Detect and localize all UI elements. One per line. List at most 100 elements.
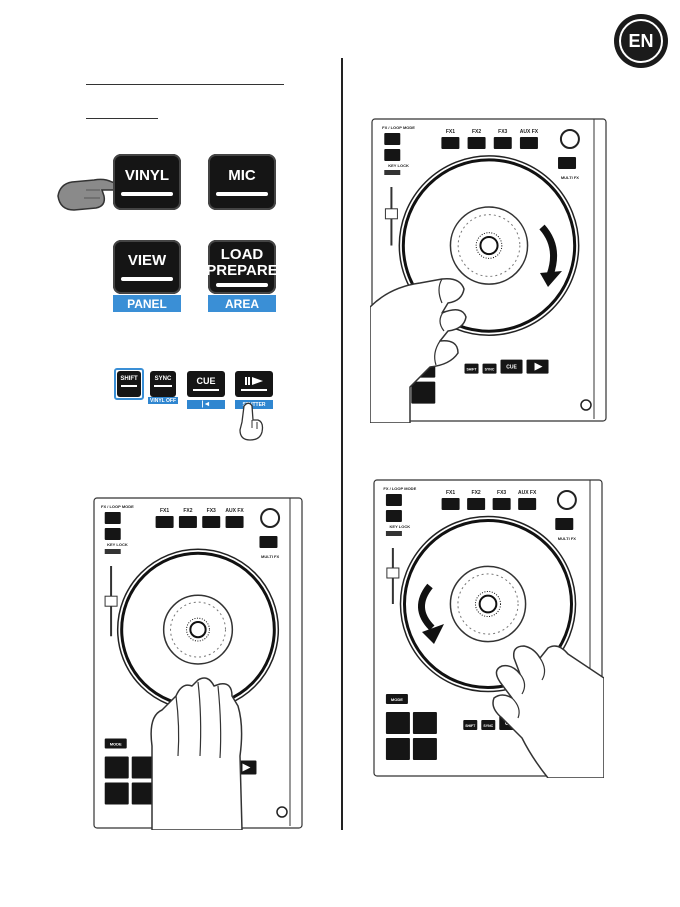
multi-fx-label: MULTI FX [261,554,279,559]
prepare-label: PREPARE [206,263,277,279]
fx-button-3 [494,137,512,149]
fx-label-2: FX2 [472,490,481,496]
sync-label-small: SYNC [483,724,493,728]
heading-rule-short [86,118,158,119]
slip-tag [384,170,400,175]
fx-loop-mode-button [386,494,402,506]
key-lock-button [105,528,121,540]
language-badge-label: EN [619,19,663,63]
loop-knob [558,491,576,509]
fx-label-4: AUX FX [225,508,244,514]
play-pause-button[interactable] [235,371,273,397]
load-prepare-button[interactable]: LOAD PREPARE [208,240,276,294]
key-lock-button [384,149,400,161]
key-lock-button [386,510,402,522]
sync-button[interactable]: SYNC [150,371,176,397]
fx-loop-mode-label: FX / LOOP MODE [383,486,416,491]
language-badge: EN [614,14,668,68]
fx-loop-mode-label: FX / LOOP MODE [101,504,134,509]
fx-button-3 [202,516,220,528]
shift-label: SHIFT [120,376,137,382]
fx-button-2 [467,498,485,510]
pitch-fader-cap [105,596,117,606]
multi-fx-button [555,518,573,530]
fx-button-3 [493,498,511,510]
cue-label: CUE [196,376,215,386]
load-prepare-led [216,283,268,287]
jog-wheel-center [480,596,497,613]
performance-pad [386,712,410,734]
performance-pad [105,757,129,779]
fx-label-4: AUX FX [518,490,537,496]
fx-button-1 [441,137,459,149]
loop-knob [561,130,579,148]
slip-tag [386,531,402,536]
mic-led [216,192,268,196]
shift-led [121,385,138,387]
fx-label-1: FX1 [160,508,169,514]
fx-button-4 [520,137,538,149]
vinyl-label: VINYL [125,168,169,184]
fx-loop-mode-button [105,512,121,524]
multi-fx-button [259,536,277,548]
view-led [121,277,173,281]
key-lock-label: KEY LOCK [107,542,128,547]
pressing-finger-icon [236,402,266,442]
controller-illustration-left: FX1 FX2 FX3 AUX FX FX / LOOP MODE KEY LOCK MUL… [92,496,304,830]
performance-pad [105,783,129,805]
mic-label: MIC [228,168,256,184]
performance-pad [413,712,437,734]
sync-label-small: SYNC [485,368,495,372]
pitch-fader-cap [385,209,397,219]
cue-return-tag: |◄ [187,400,225,409]
fx-label-2: FX2 [472,129,481,135]
load-label: LOAD [221,247,264,263]
panel-tag: PANEL [113,295,181,312]
gain-knob [581,400,591,410]
mic-button[interactable]: MIC [208,154,276,210]
column-divider [341,58,343,830]
key-lock-label: KEY LOCK [390,524,411,529]
vinyl-off-tag: VINYL OFF [148,397,178,404]
mode-label: MODE [110,742,122,747]
shift-label-small: SHIFT [465,724,476,728]
fx-label-2: FX2 [183,508,192,514]
cue-button[interactable]: CUE [187,371,225,397]
fx-button-1 [442,498,460,510]
pitch-fader-cap [387,568,399,578]
mode-label: MODE [391,697,403,702]
cue-label-small: CUE [506,365,517,371]
loop-knob [261,509,279,527]
sync-led [154,385,172,387]
fx-loop-mode-button [384,133,400,145]
cue-led [193,389,220,391]
gain-knob [277,807,287,817]
fx-label-3: FX3 [498,129,507,135]
shift-button[interactable]: SHIFT [117,371,141,397]
fx-label-1: FX1 [446,490,455,496]
fx-button-2 [468,137,486,149]
multi-fx-label: MULTI FX [558,536,576,541]
play-led [241,389,268,391]
shift-label-small: SHIFT [466,368,477,372]
multi-fx-button [558,157,576,169]
vinyl-led [121,192,173,196]
slip-tag [105,549,121,554]
view-label: VIEW [128,253,166,269]
sync-label: SYNC [155,376,172,382]
play-pause-icon [243,376,265,386]
jog-wheel-center [480,237,497,254]
performance-pad [411,382,435,404]
fx-label-3: FX3 [207,508,216,514]
fx-loop-mode-label: FX / LOOP MODE [382,125,415,130]
heading-rule [86,84,284,85]
fx-button-4 [226,516,244,528]
vinyl-button[interactable]: VINYL [113,154,181,210]
performance-pad [413,738,437,760]
jog-wheel-center [190,622,205,637]
fx-button-2 [179,516,197,528]
fx-label-1: FX1 [446,129,455,135]
view-button[interactable]: VIEW [113,240,181,294]
